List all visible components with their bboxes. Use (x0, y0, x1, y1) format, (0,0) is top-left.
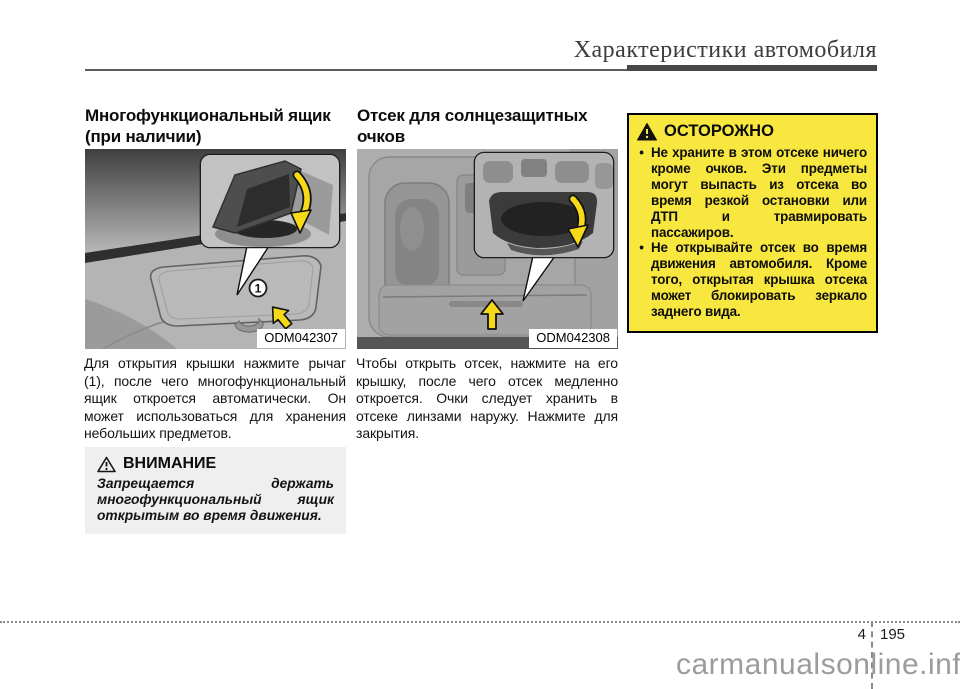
press-lever-arrow-icon (271, 306, 293, 330)
heading-line: Отсек для солнцезащитных (357, 106, 588, 125)
multibox-lid (149, 255, 322, 327)
heading-line: Многофункциональный ящик (85, 106, 331, 125)
open-direction-arrow-icon (290, 170, 312, 234)
caution-title-text: ОСТОРОЖНО (664, 122, 774, 140)
section-heading-multibox: Многофункциональный ящик (при наличии) (85, 105, 357, 147)
multibox-photo: 1 (85, 149, 346, 349)
footer-divider (871, 621, 873, 689)
sunglasses-photo: ODM042308 (357, 149, 618, 349)
page-number: 195 (880, 626, 906, 643)
caution-bullet-text: Не храните в этом отсеке ничего кроме оч… (651, 145, 867, 240)
multibox-body-text: Для открытия крышки нажмите рычаг (1), п… (84, 355, 346, 442)
attention-title-text: ВНИМАНИЕ (123, 455, 217, 472)
attention-box: ВНИМАНИЕ Запрещается держать многофункци… (85, 447, 346, 535)
push-open-arrow-icon (480, 299, 504, 330)
attention-box-title: ВНИМАНИЕ (97, 455, 334, 473)
open-direction-arrow-icon (567, 194, 589, 248)
caution-bullet: • Не храните в этом отсеке ничего кроме … (637, 145, 867, 240)
multibox-inset-open-view (199, 153, 341, 249)
footer-dashed-rule (0, 621, 960, 623)
warning-triangle-filled-icon (637, 122, 657, 140)
heading-line: (при наличии) (85, 127, 202, 146)
bullet-marker: • (639, 145, 644, 160)
watermark-text: carmanualsonline.info (676, 648, 960, 681)
caution-bullet: • Не открывайте отсек во время движения … (637, 240, 867, 320)
callout-1: 1 (248, 278, 268, 298)
header-rule-thick (627, 65, 877, 71)
multibox-illustration: 1 (85, 149, 346, 349)
sunglasses-illustration (357, 149, 618, 349)
sunglasses-body-text: Чтобы открыть отсек, нажмите на его крыш… (356, 355, 618, 442)
bullet-marker: • (639, 240, 644, 256)
caution-bullet-text: Не открывайте отсек во время движения ав… (651, 240, 867, 320)
attention-text: Запрещается держать многофункциональный … (97, 476, 334, 523)
page-header-title: Характеристики автомобиля (573, 37, 877, 63)
header-rule-thin (85, 69, 877, 71)
heading-line: очков (357, 127, 405, 146)
warning-triangle-outline-icon (97, 456, 116, 472)
svg-text:1: 1 (255, 282, 262, 296)
image-caption: ODM042307 (257, 329, 345, 348)
chapter-number: 4 (857, 626, 866, 643)
caution-box: ОСТОРОЖНО • Не храните в этом отсеке нич… (627, 113, 878, 333)
sunglasses-inset-open-view (473, 151, 615, 259)
caution-box-title: ОСТОРОЖНО (637, 122, 867, 141)
section-heading-sunglasses: Отсек для солнцезащитных очков (357, 105, 629, 147)
image-caption: ODM042308 (529, 329, 617, 348)
